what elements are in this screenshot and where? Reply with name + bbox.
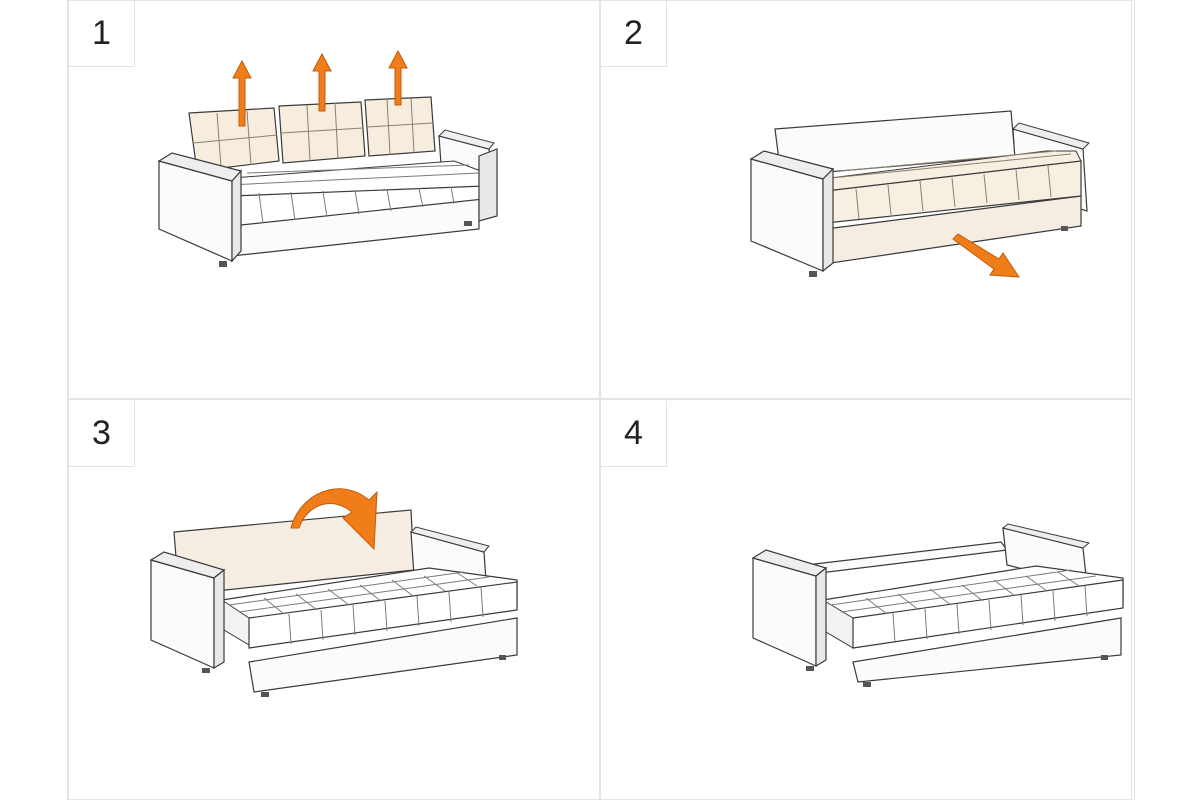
sofa-illustration-step-2 xyxy=(749,110,1090,278)
step-panel-1: 1 xyxy=(68,0,600,399)
step-panel-2: 2 xyxy=(600,0,1132,399)
instruction-sheet: 1 xyxy=(67,0,1135,800)
step-number-3: 3 xyxy=(69,401,135,467)
sofa-illustration-step-4 xyxy=(751,523,1124,687)
sofa-illustration-step-1 xyxy=(157,49,498,267)
step-number-2: 2 xyxy=(601,1,667,67)
sofa-illustration-step-3 xyxy=(149,488,518,697)
step-panel-3: 3 xyxy=(68,399,600,800)
step-number-4: 4 xyxy=(601,401,667,467)
back-cushions-group xyxy=(188,96,436,172)
step-panel-4: 4 xyxy=(600,399,1132,800)
step-number-1: 1 xyxy=(69,1,135,67)
